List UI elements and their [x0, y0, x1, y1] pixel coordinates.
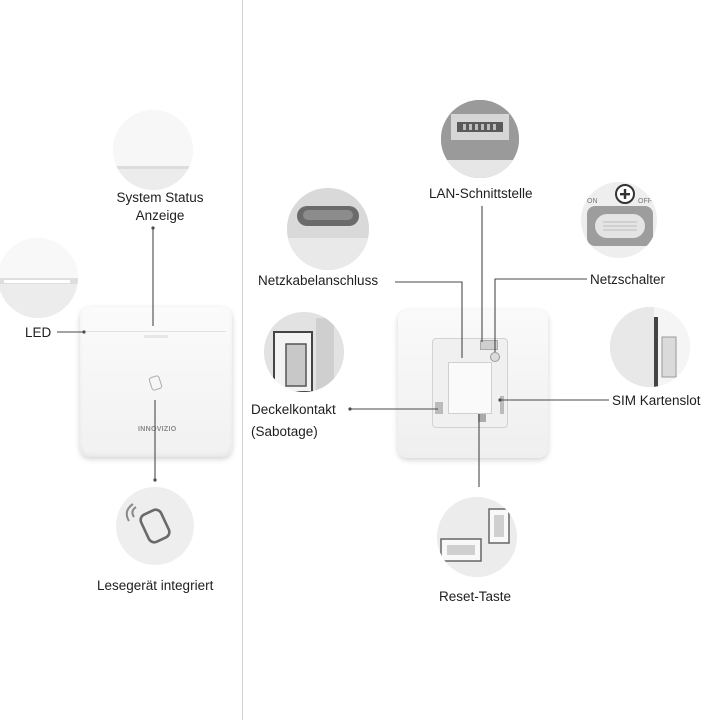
power-cable-label: Netzkabelanschluss: [258, 273, 379, 288]
panel-divider: [242, 0, 243, 720]
system-status-label-line1: System Status: [116, 190, 204, 205]
callout-dot-system-status: [151, 226, 155, 230]
hub-front-device: INNOVIZIO: [80, 307, 232, 457]
lan-label: LAN-Schnittstelle: [429, 186, 533, 201]
reader-symbol-icon: [148, 374, 163, 392]
back-tamper-switch: [435, 402, 443, 414]
tamper-label: Deckelkontakt (Sabotage): [251, 401, 336, 441]
lan-port-illustration: [441, 100, 519, 178]
back-compartment: [448, 362, 492, 414]
sim-label: SIM Kartenslot: [612, 393, 701, 408]
power-cable-detail-circle: [287, 188, 369, 270]
system-status-detail-illustration: [113, 110, 193, 169]
hub-front-top-lip: [86, 331, 226, 332]
back-sim-slot: [500, 396, 504, 414]
status-led-bar: [144, 335, 168, 338]
system-status-label-line2: Anzeige: [135, 208, 185, 223]
switch-on-label: ON: [587, 198, 598, 205]
callout-dot-reader: [153, 478, 157, 482]
power-switch-detail-circle: ON OFF: [581, 182, 657, 258]
reset-button-illustration: [437, 497, 517, 577]
system-status-detail-circle: [113, 110, 193, 190]
tamper-detail-circle: [264, 312, 344, 392]
reset-label: Reset-Taste: [439, 589, 512, 604]
hub-back-device: [398, 310, 548, 458]
sim-detail-circle: [610, 307, 690, 387]
back-lan-port: [480, 340, 498, 350]
back-reset-button: [478, 414, 486, 422]
lan-detail-circle: [441, 100, 519, 178]
brand-logo: INNOVIZIO: [138, 426, 177, 433]
tamper-label-line2: (Sabotage): [251, 424, 318, 439]
tamper-switch-illustration: [264, 312, 344, 392]
tamper-label-line1: Deckelkontakt: [251, 402, 336, 417]
led-label: LED: [25, 325, 52, 340]
reset-detail-circle: [437, 497, 517, 577]
power-switch-illustration: [587, 184, 653, 246]
led-detail-circle: [0, 238, 78, 318]
reader-detail-illustration: [125, 503, 171, 544]
power-switch-label: Netzschalter: [590, 272, 666, 287]
reader-detail-circle: [116, 487, 194, 565]
back-power-switch: [490, 352, 500, 362]
led-detail-illustration: [0, 238, 78, 284]
switch-off-label: OFF: [638, 198, 652, 205]
system-status-label: System Status Anzeige: [95, 189, 225, 225]
power-socket-illustration: [287, 188, 369, 270]
reader-label: Lesegerät integriert: [97, 578, 214, 593]
callout-dot-tamper: [348, 407, 352, 411]
sim-slot-illustration: [610, 307, 690, 387]
